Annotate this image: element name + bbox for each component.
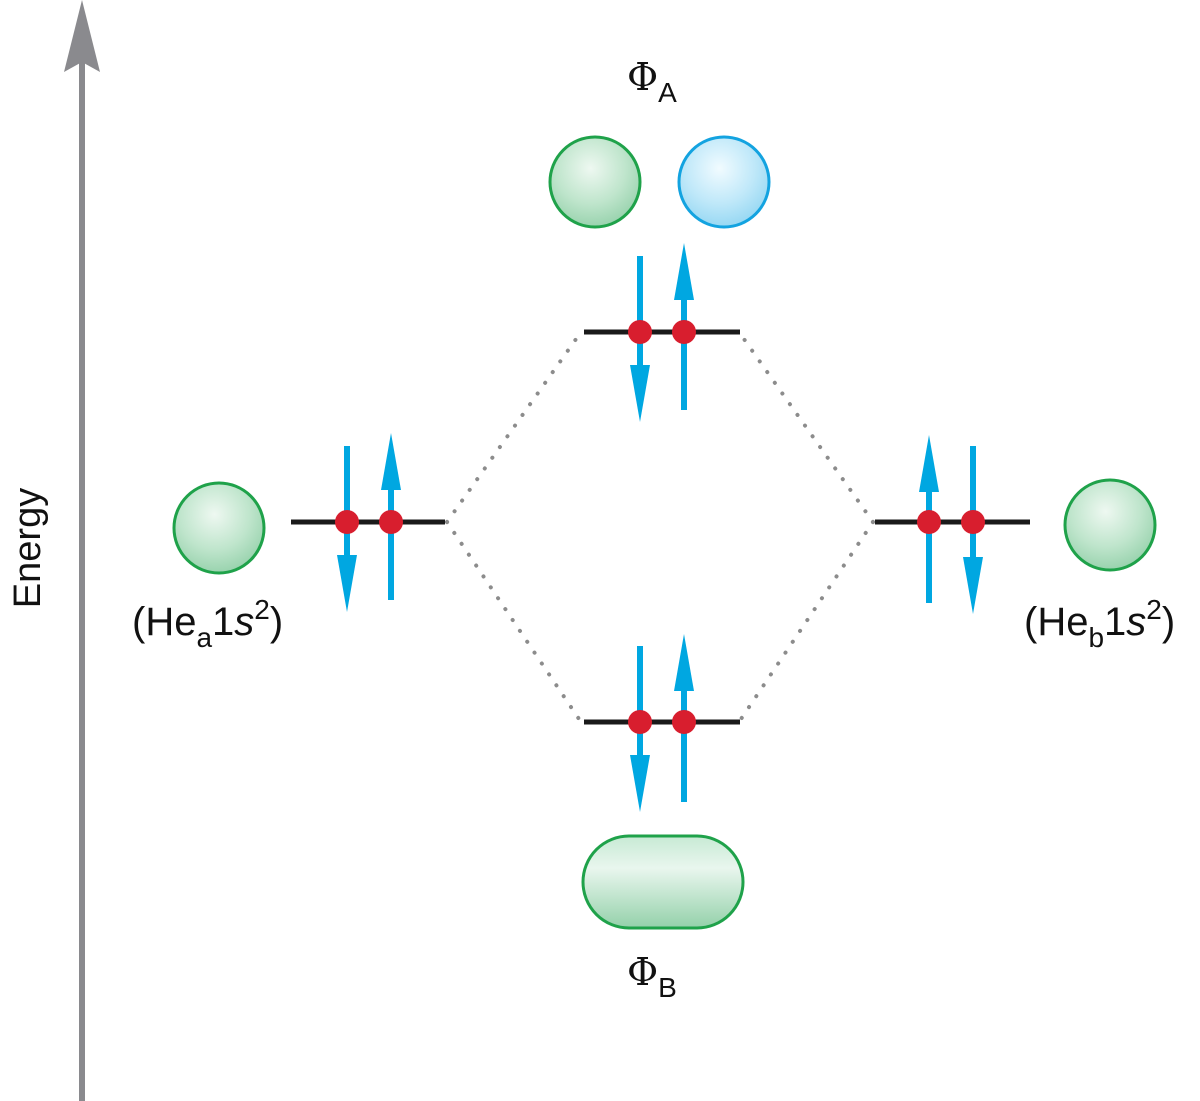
connector-b-to-antibonding bbox=[737, 330, 875, 524]
axis-arrowhead-icon bbox=[64, 0, 100, 72]
connector-a-to-bonding bbox=[445, 520, 583, 724]
antibonding-green-lobe bbox=[548, 135, 642, 229]
electron-dot bbox=[672, 710, 696, 734]
spin-up-arrow-icon bbox=[919, 435, 939, 492]
bonding-electrons bbox=[628, 634, 696, 812]
antibonding-blue-lobe bbox=[677, 135, 771, 229]
spin-up-arrow-icon bbox=[674, 634, 694, 691]
spin-up-arrow-icon bbox=[674, 243, 694, 300]
antibonding-label: ΦA bbox=[627, 55, 677, 108]
bonding-orbital-lobe bbox=[581, 834, 745, 930]
spin-down-arrow-icon bbox=[630, 755, 650, 812]
electron-dot bbox=[628, 710, 652, 734]
electron-dot bbox=[335, 510, 359, 534]
atom-b-electrons bbox=[917, 435, 985, 614]
atom-a-label: (Hea1s2) bbox=[132, 594, 283, 653]
atom-a-1s-orbital bbox=[172, 481, 266, 575]
electron-dot bbox=[917, 510, 941, 534]
electron-dot bbox=[672, 320, 696, 344]
spin-down-arrow-icon bbox=[963, 557, 983, 614]
bonding-label: ΦB bbox=[627, 950, 677, 1003]
energy-levels bbox=[291, 329, 1030, 725]
correlation-lines bbox=[445, 330, 875, 724]
spin-up-arrow-icon bbox=[381, 433, 401, 490]
atom-a-electrons bbox=[335, 433, 403, 612]
energy-axis-label: Energy bbox=[7, 488, 49, 608]
electron-dot bbox=[961, 510, 985, 534]
connector-b-to-bonding bbox=[737, 520, 875, 724]
electron-dot bbox=[628, 320, 652, 344]
energy-axis bbox=[64, 0, 100, 1101]
connector-a-to-antibonding bbox=[445, 330, 583, 524]
electron-dot bbox=[379, 510, 403, 534]
spin-down-arrow-icon bbox=[630, 365, 650, 422]
antibonding-electrons bbox=[628, 243, 696, 422]
atom-b-label: (Heb1s2) bbox=[1024, 594, 1175, 653]
spin-down-arrow-icon bbox=[337, 555, 357, 612]
atom-b-1s-orbital bbox=[1063, 478, 1157, 572]
